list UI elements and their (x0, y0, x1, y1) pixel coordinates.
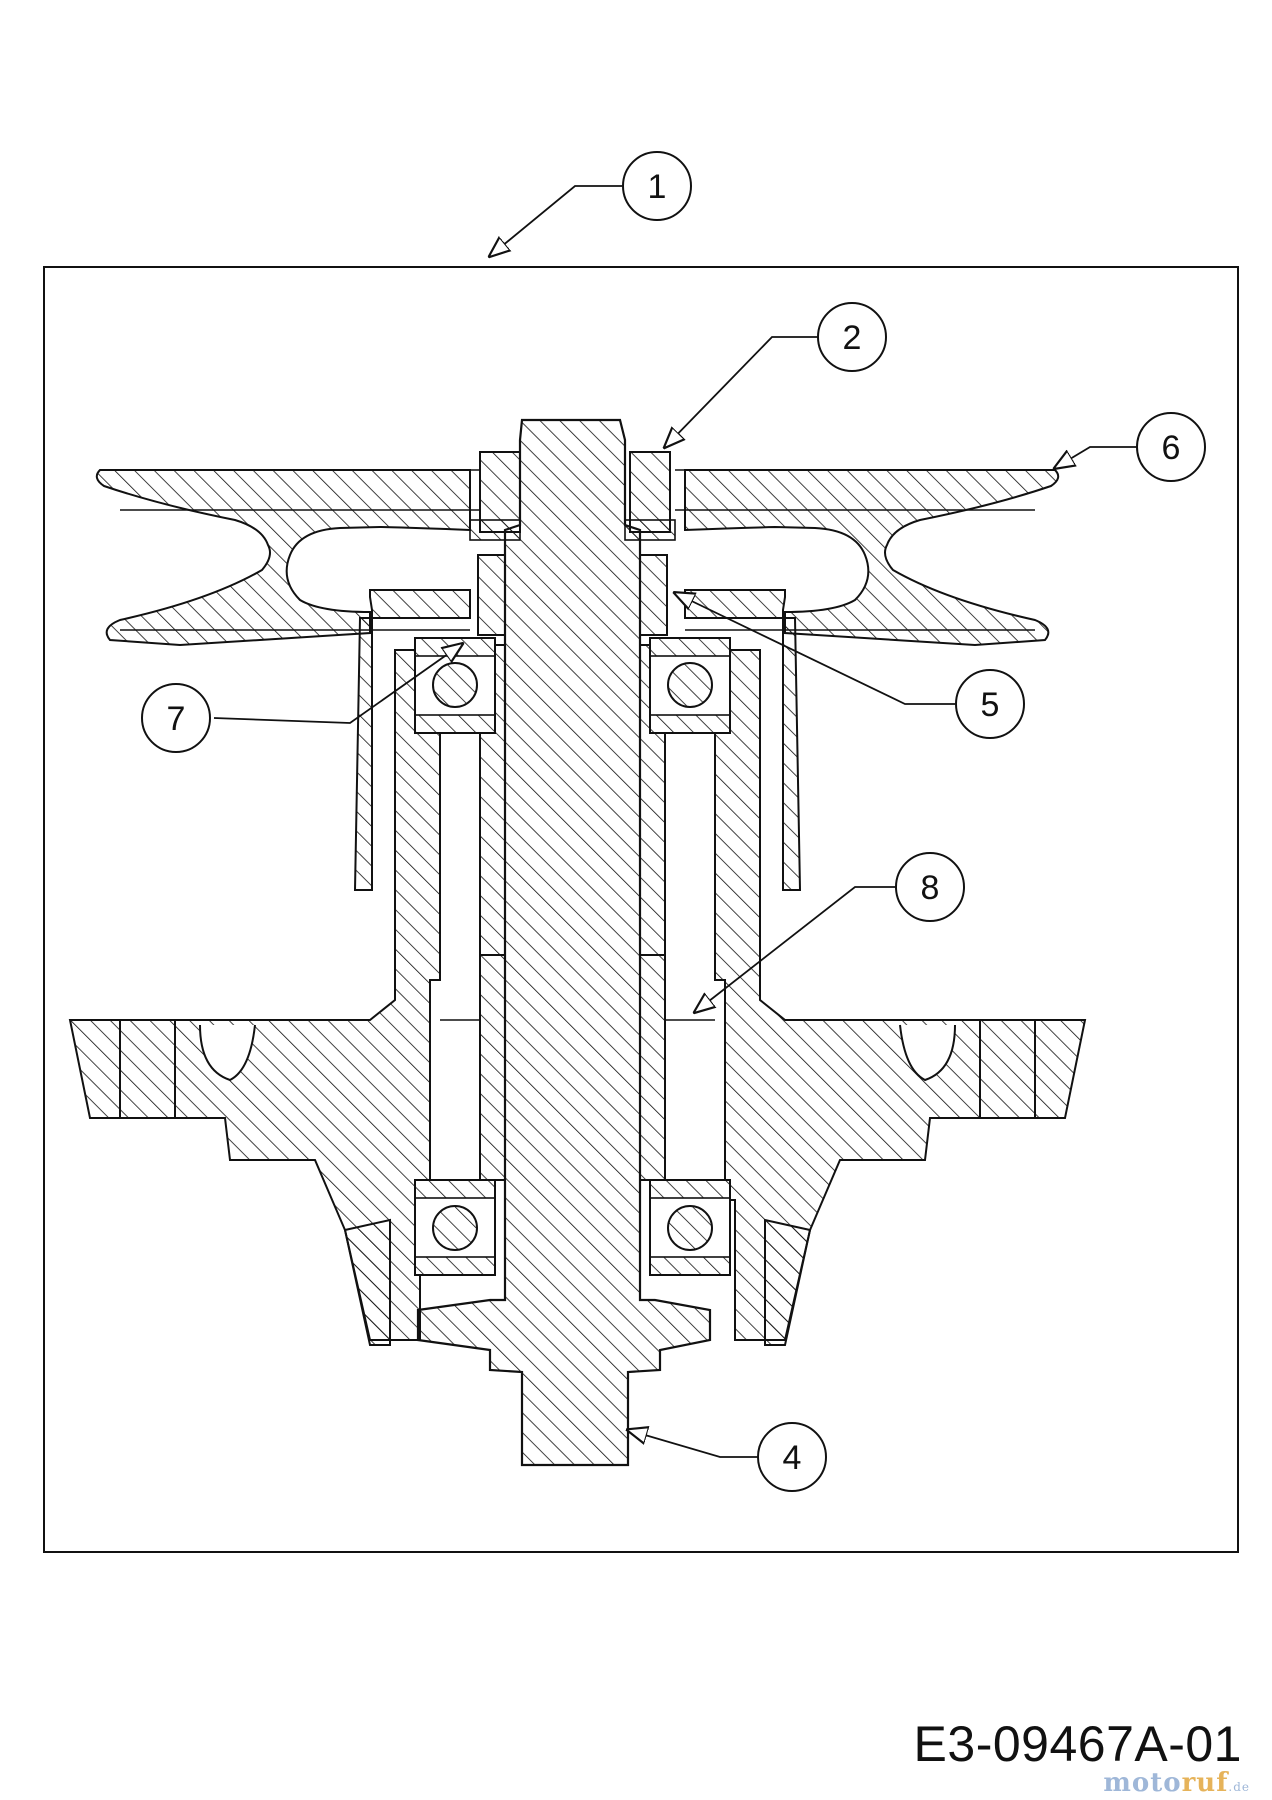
callout-1: 1 (622, 151, 692, 221)
svg-text:8: 8 (921, 869, 940, 907)
watermark-part-b: ruf (1181, 1768, 1229, 1798)
callout-7: 7 (141, 683, 211, 753)
callout-2: 2 (817, 302, 887, 372)
svg-text:4: 4 (783, 1439, 802, 1477)
spacer-tube (440, 644, 715, 1181)
spindle-housing (68, 649, 1087, 1346)
callout-6: 6 (1136, 412, 1206, 482)
callout-5: 5 (955, 669, 1025, 739)
svg-text:5: 5 (981, 686, 1000, 724)
svg-text:7: 7 (167, 700, 186, 738)
svg-text:2: 2 (843, 319, 862, 357)
pulley-hub (469, 451, 676, 541)
watermark-logo: motoruf.de (1103, 1768, 1250, 1798)
watermark-part-a: moto (1103, 1768, 1182, 1798)
spacer-washers (477, 554, 668, 636)
watermark-suffix: .de (1228, 1780, 1250, 1794)
pulley (95, 469, 1060, 647)
housing-cover (353, 589, 802, 891)
assembly-frame (43, 266, 1239, 1553)
svg-text:6: 6 (1162, 429, 1181, 467)
lower-bearings (414, 1179, 731, 1276)
leader-lines (213, 185, 1139, 1458)
callout-4: 4 (757, 1422, 827, 1492)
drawing-code: E3-09467A-01 (913, 1716, 1242, 1772)
callout-8: 8 (895, 852, 965, 922)
svg-text:1: 1 (648, 168, 667, 206)
